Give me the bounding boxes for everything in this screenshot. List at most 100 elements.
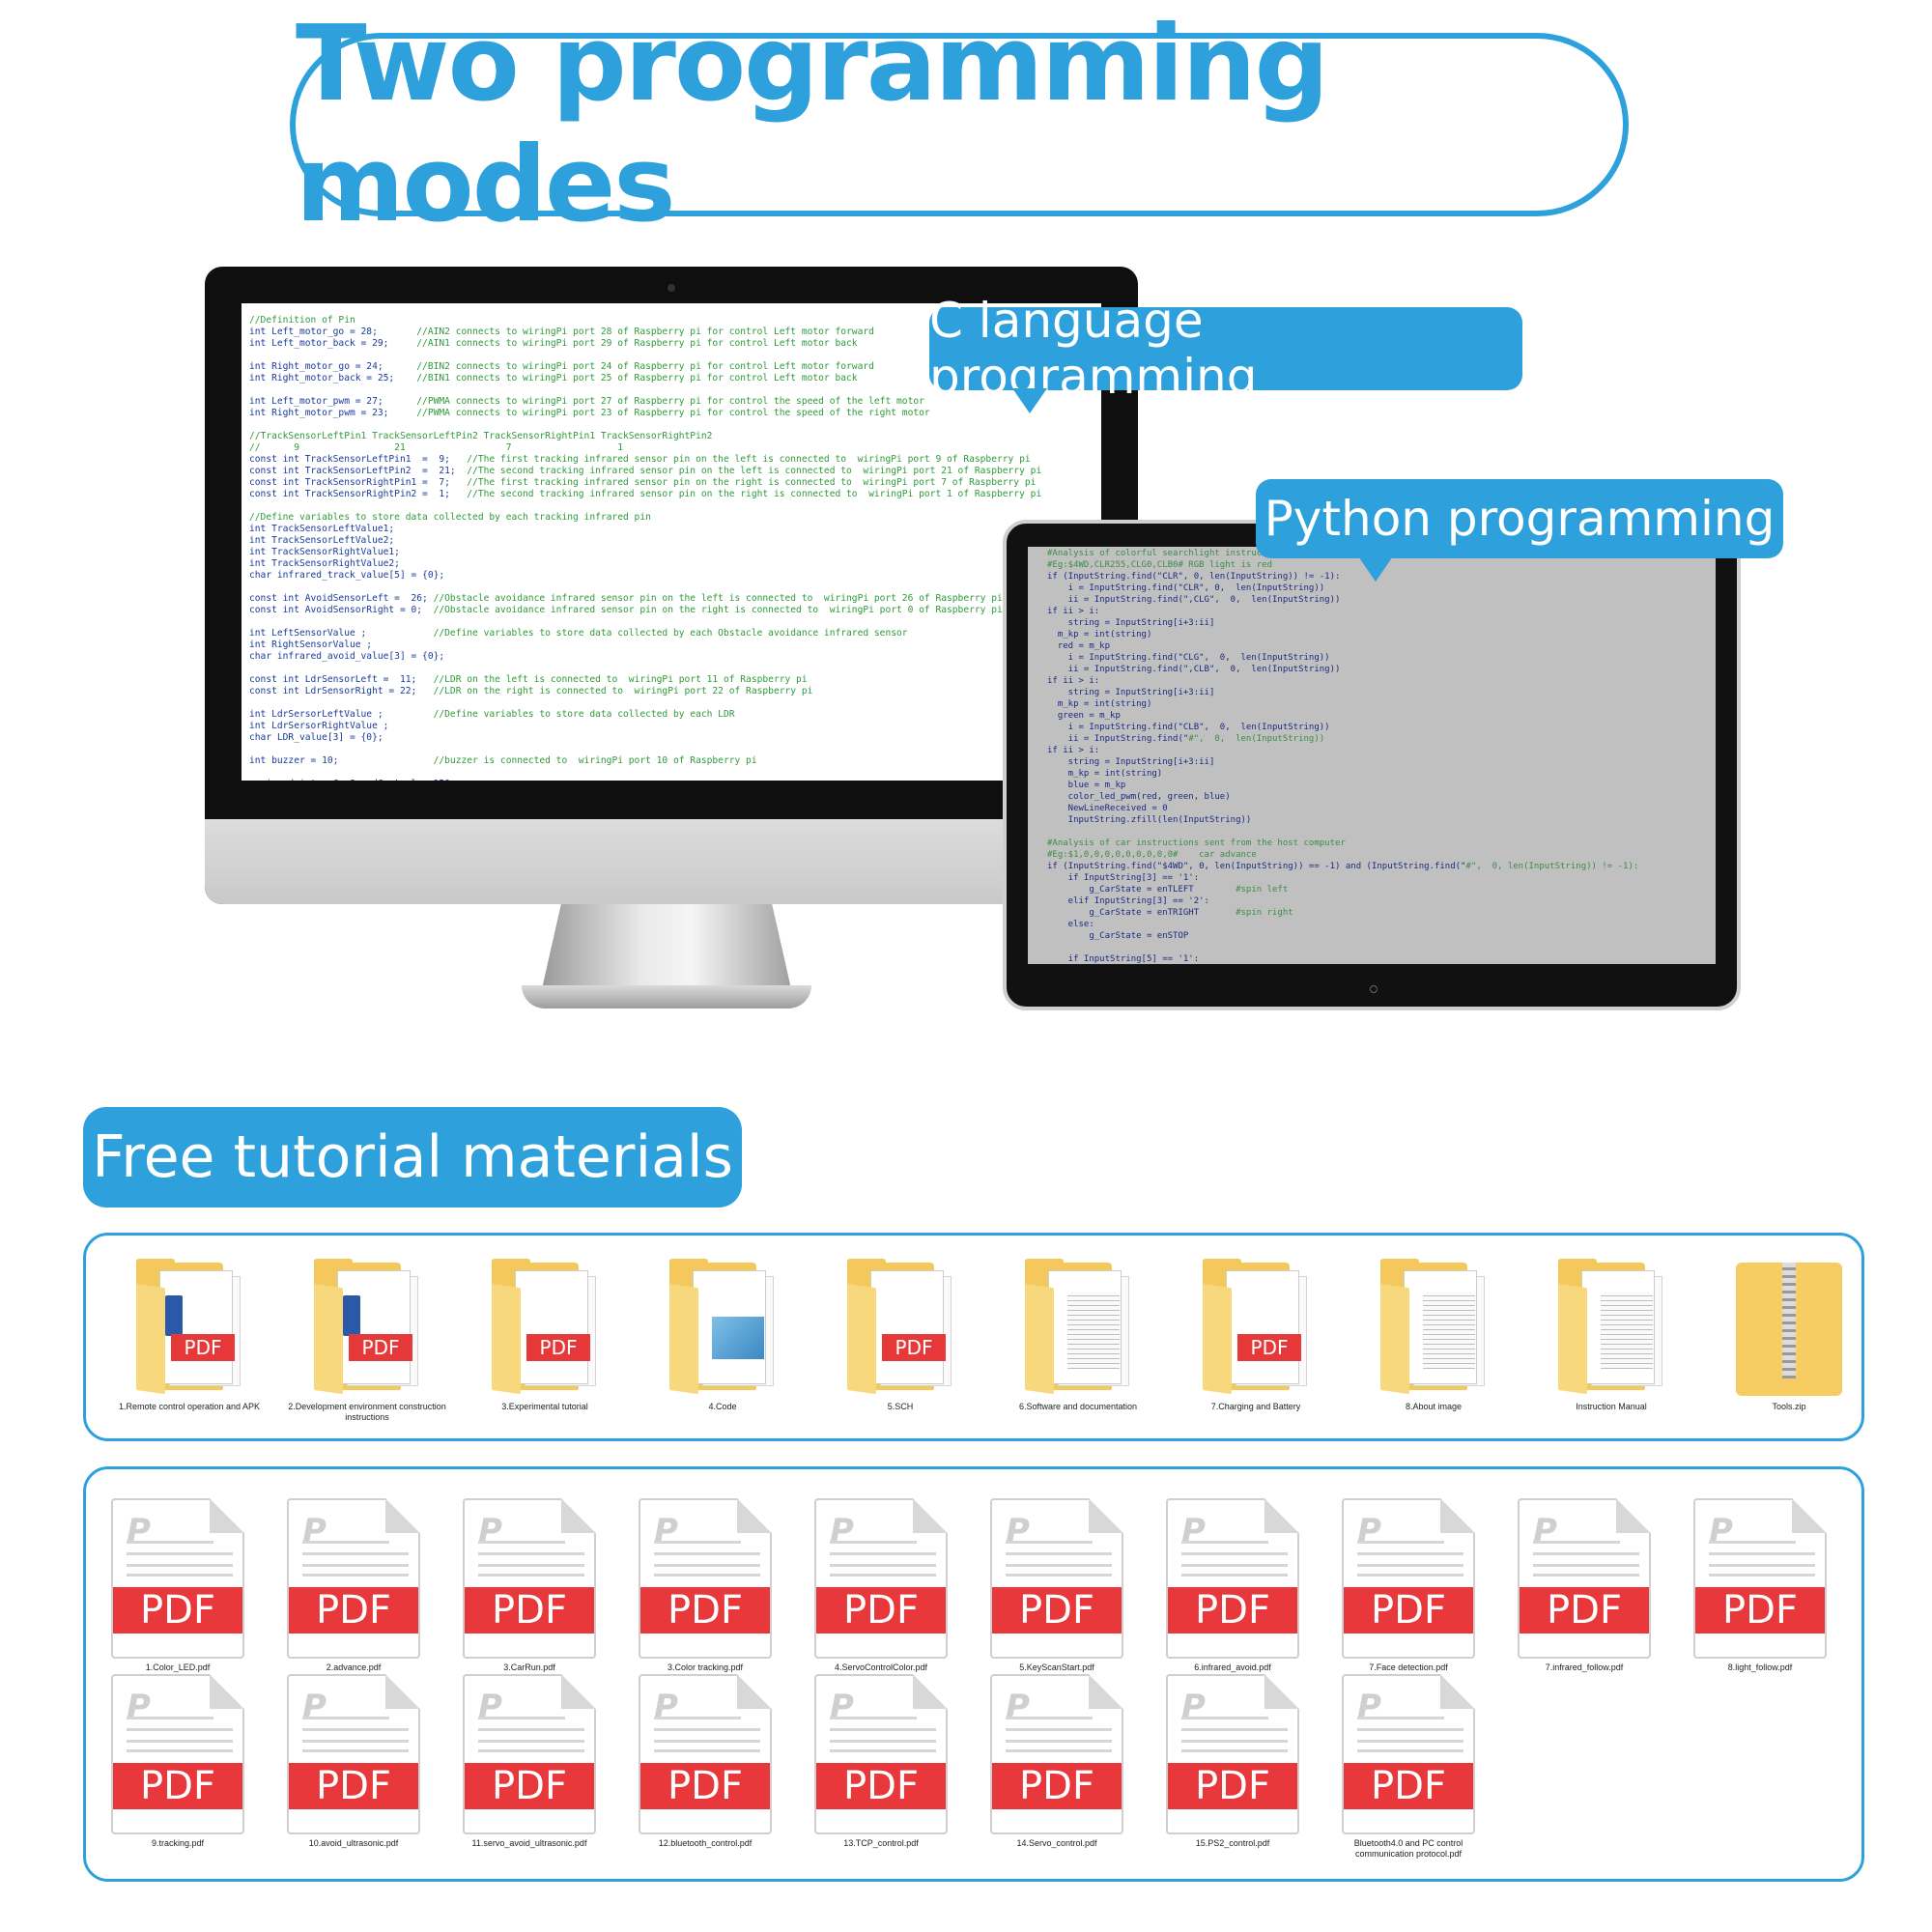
text-line [127,1717,213,1719]
code-line [249,697,1094,709]
pdf-file-name: 4.ServoControlColor.pdf [834,1662,928,1672]
monitor-chin [205,819,1138,904]
code-line: #Analysis of car instructions sent from … [1047,838,1346,848]
page-fold [1616,1498,1651,1533]
acrobat-logo-icon: P [1181,1512,1206,1550]
folder-item[interactable]: Tools.zip [1707,1263,1871,1412]
pdf-file-item[interactable]: P PDF 4.ServoControlColor.pdf [799,1498,963,1673]
text-line [302,1728,409,1731]
folder-item[interactable]: Instruction Manual [1529,1259,1693,1412]
acrobat-logo-icon: P [654,1512,678,1550]
pdf-label: PDF [113,1763,242,1809]
page-fold [737,1498,772,1533]
c-language-callout-label: C language programming [929,293,1258,405]
code-line: string = InputString[i+3:ii] [1047,618,1215,628]
text-line [654,1728,760,1731]
code-line: const int TrackSensorLeftPin1 = 9; //The… [249,454,1031,465]
pdf-label: PDF [816,1587,946,1634]
folder-item[interactable]: 4.Code [640,1259,805,1412]
folder-pdf-icon: PDF [1203,1259,1309,1398]
code-line [249,767,1094,779]
page-fold [1440,1674,1475,1709]
page-fold [1440,1498,1475,1533]
text-line [1357,1740,1463,1743]
pdf-file-name: 7.infrared_follow.pdf [1545,1662,1624,1672]
text-line [478,1574,584,1577]
code-line: const int TrackSensorLeftPin2 = 21; //Th… [249,466,1042,476]
code-line: if InputString[3] == '1': [1047,873,1200,883]
text-line [478,1740,584,1743]
pdf-band-icon: PDF [349,1334,412,1361]
acrobat-logo-icon: P [1709,1512,1733,1550]
text-line [654,1740,760,1743]
code-line: ii = InputString.find("#", 0, len(InputS… [1047,734,1325,744]
code-line: int TrackSensorRightValue1; [249,547,400,557]
code-line: g_CarState = enTRIGHT #spin right [1047,908,1293,918]
code-line: ii = InputString.find(",CLG", 0, len(Inp… [1047,595,1341,605]
text-line [1181,1740,1288,1743]
folder-name: 8.About image [1405,1402,1463,1411]
folder-item[interactable]: 8.About image [1351,1259,1516,1412]
pdf-file-name: 12.bluetooth_control.pdf [658,1838,753,1848]
document-sheet [870,1270,944,1384]
code-line: int Right_motor_go = 24; //BIN2 connects… [249,361,874,372]
code-line [249,744,1094,755]
folder-item[interactable]: 6.Software and documentation [996,1259,1160,1412]
text-line [302,1717,389,1719]
code-line: // 9 21 7 1 [249,442,623,453]
pdf-label: PDF [1344,1587,1473,1634]
pdf-file-name: 10.avoid_ultrasonic.pdf [308,1838,399,1848]
python-callout-label: Python programming [1264,491,1776,547]
text-line [1709,1552,1815,1555]
acrobat-logo-icon: P [654,1688,678,1726]
text-line [830,1728,936,1731]
folder-front [136,1284,165,1395]
acrobat-logo-icon: P [302,1688,327,1726]
acrobat-logo-icon: P [830,1512,854,1550]
text-line [1006,1564,1112,1567]
callout-tail [1012,388,1047,413]
page-fold [1089,1498,1123,1533]
code-line [1047,943,1696,954]
code-line: //Definition of Pin [249,315,355,326]
code-line: #Eg:$4WD,CLR255,CLG0,CLB0# RGB light is … [1047,560,1272,570]
text-line [1181,1552,1288,1555]
text-lines-icon [1601,1292,1653,1369]
code-line: ii = InputString.find(",CLB", 0, len(Inp… [1047,665,1341,674]
folder-name: 1.Remote control operation and APK [118,1402,261,1411]
code-line [249,616,1094,628]
code-line: m_kp = int(string) [1047,699,1152,709]
folder-docs-icon [1025,1259,1131,1398]
code-line: string = InputString[i+3:ii] [1047,757,1215,767]
word-doc-icon [343,1295,360,1336]
code-line: int TrackSensorRightValue2; [249,558,400,569]
acrobat-logo-icon: P [478,1512,502,1550]
text-line [1709,1541,1796,1544]
text-line [127,1728,233,1731]
